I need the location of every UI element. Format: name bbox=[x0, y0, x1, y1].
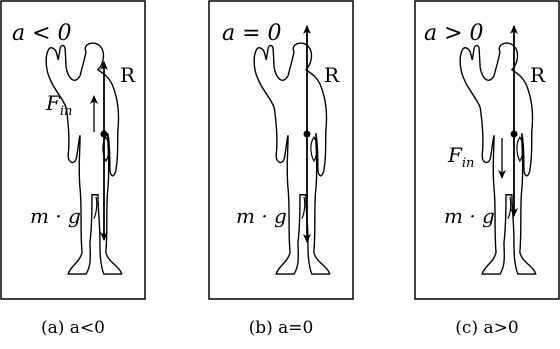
human-figure-icon bbox=[45, 42, 123, 275]
weight-label: m · g bbox=[444, 204, 495, 228]
panel-b-diagram: a = 0 R m · g bbox=[208, 0, 354, 300]
condition-label: a < 0 bbox=[12, 21, 72, 46]
center-of-mass-dot bbox=[100, 130, 108, 138]
center-of-mass-dot bbox=[510, 130, 518, 138]
panel-b: a = 0 R m · g (b) a=0 bbox=[208, 0, 354, 349]
weight-label: m · g bbox=[236, 204, 287, 228]
panel-c: a > 0 R Fin m · g (c) a>0 bbox=[414, 0, 560, 349]
caption-b: (b) a=0 bbox=[248, 318, 314, 338]
caption-a: (a) a<0 bbox=[41, 318, 105, 338]
panel-border bbox=[0, 0, 146, 300]
panel-border bbox=[414, 0, 560, 300]
inertial-force-label: Fin bbox=[45, 91, 72, 119]
panel-a-diagram: a < 0 R Fin m · g bbox=[0, 0, 146, 300]
panel-c-diagram: a > 0 R Fin m · g bbox=[414, 0, 560, 300]
caption-c: (c) a>0 bbox=[455, 318, 519, 338]
reaction-label: R bbox=[324, 63, 340, 87]
reaction-label: R bbox=[120, 63, 136, 87]
weight-label: m · g bbox=[30, 204, 81, 228]
inertial-force-label: Fin bbox=[447, 143, 474, 171]
panel-a: a < 0 R Fin m · g (a) a<0 bbox=[0, 0, 146, 349]
condition-label: a = 0 bbox=[222, 21, 282, 46]
reaction-label: R bbox=[530, 63, 546, 87]
center-of-mass-dot bbox=[303, 130, 311, 138]
condition-label: a > 0 bbox=[424, 21, 484, 46]
human-figure-icon bbox=[253, 42, 331, 275]
panel-border bbox=[208, 0, 354, 300]
